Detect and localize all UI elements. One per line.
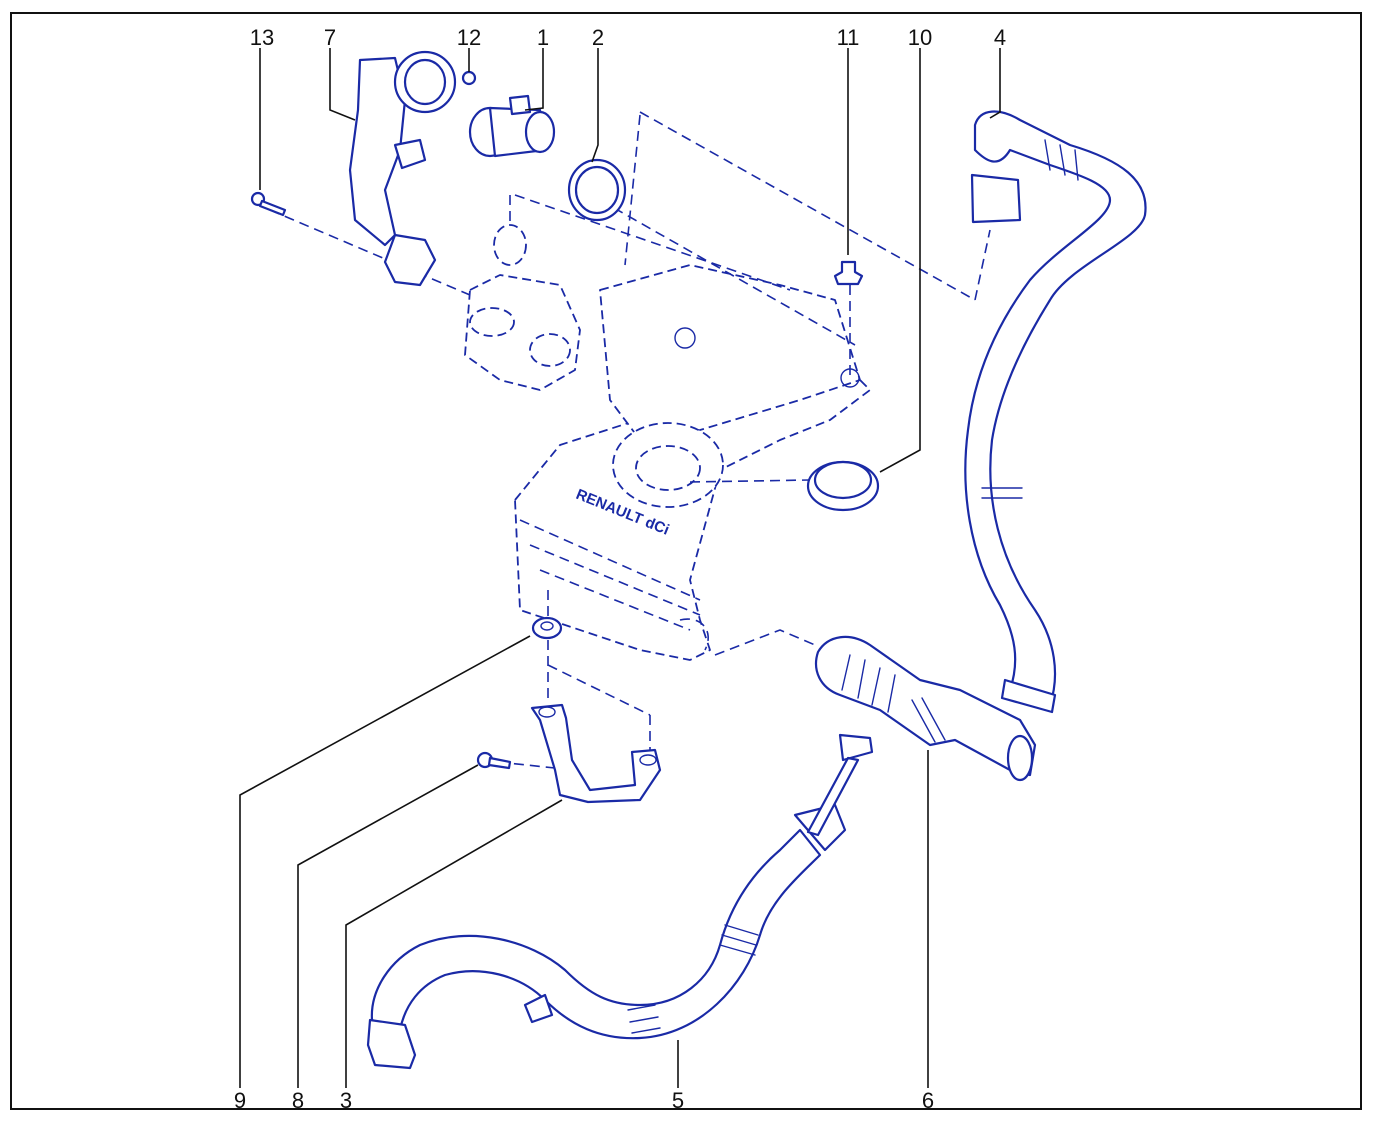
part-4-hose	[964, 110, 1147, 714]
callout-5: 5	[672, 1088, 684, 1113]
turbocharger	[464, 224, 581, 391]
part-11-fastener	[833, 260, 864, 286]
callout-9: 9	[234, 1088, 246, 1113]
part-10-seal	[806, 460, 880, 512]
callout-4: 4	[994, 25, 1006, 50]
part-13-bolt	[250, 191, 287, 217]
part-8-bolt	[476, 751, 512, 770]
callout-7: 7	[324, 25, 336, 50]
part-7-intake-elbow	[348, 50, 457, 287]
leader-lines	[239, 48, 1001, 1088]
callout-6: 6	[922, 1088, 934, 1113]
callout-1: 1	[537, 25, 549, 50]
callout-8: 8	[292, 1088, 304, 1113]
engine-block: RENAULT dCi	[514, 264, 871, 661]
callout-13: 13	[250, 25, 274, 50]
part-1-air-flow-meter	[468, 94, 556, 158]
part-12-screw	[461, 70, 477, 86]
callout-2: 2	[592, 25, 604, 50]
assembly-lines	[269, 111, 991, 769]
callout-12: 12	[457, 25, 481, 50]
callout-3: 3	[340, 1088, 352, 1113]
callout-11: 11	[837, 25, 860, 50]
part-9-grommet	[531, 616, 563, 640]
callout-10: 10	[908, 25, 932, 50]
part-2-seal	[567, 158, 627, 222]
part-5-lower-hose	[366, 733, 874, 1070]
part-3-bracket	[530, 703, 662, 804]
part-6-air-pipe	[814, 635, 1037, 782]
callout-labels: 13 7 12 1 2 11 10 4 9 8 3 5 6	[234, 25, 1006, 1113]
